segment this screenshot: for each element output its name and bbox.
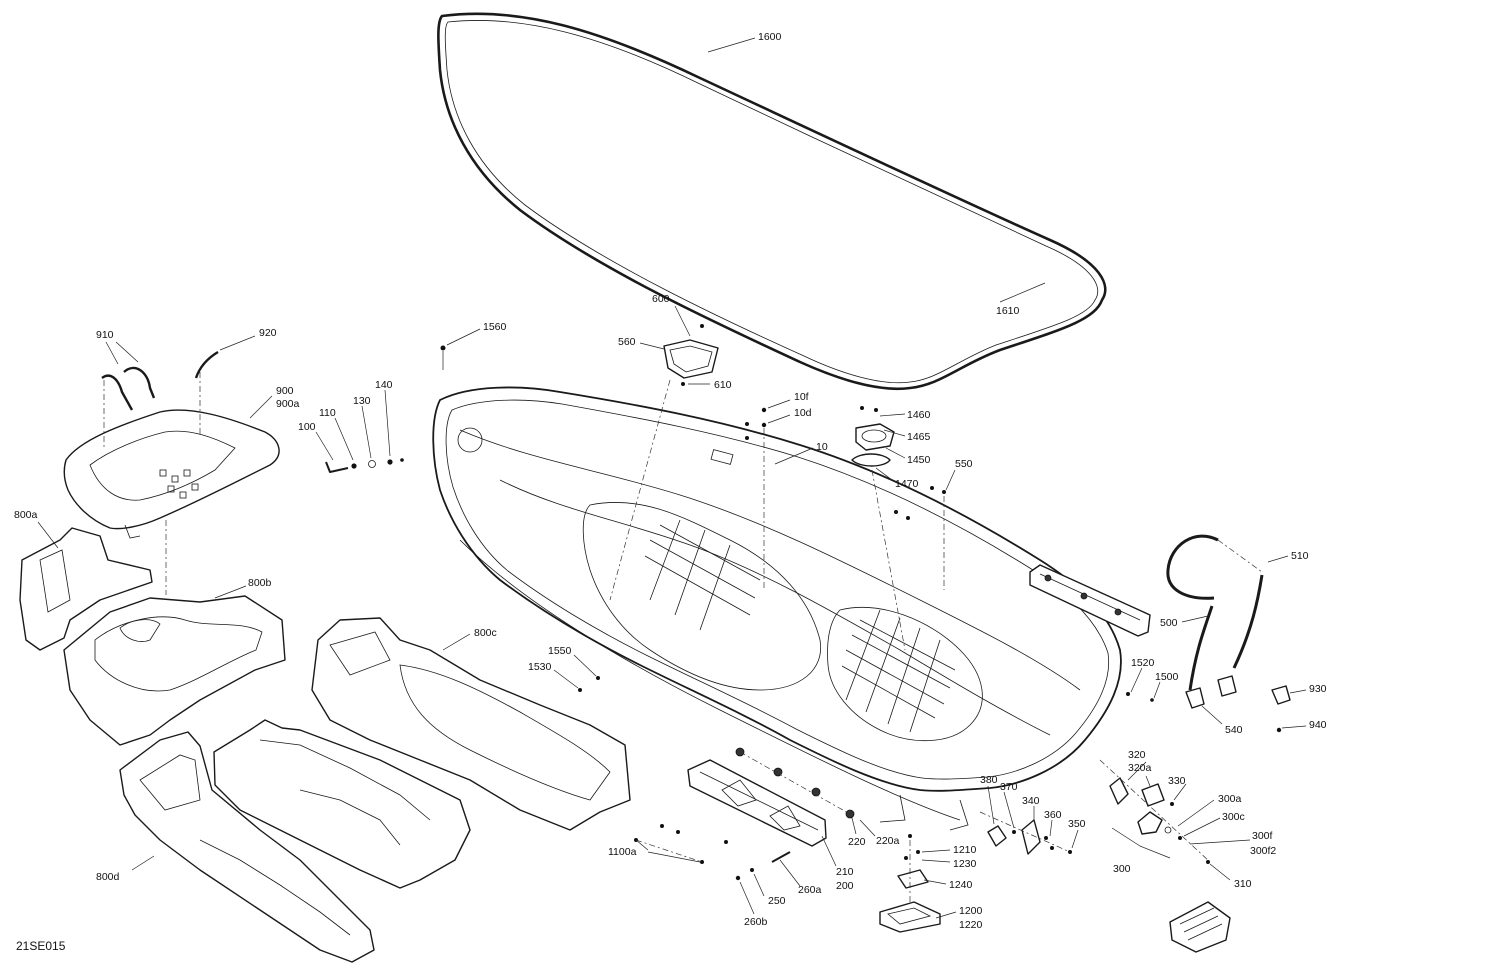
label-1600: 1600 [758,31,782,43]
label-300f: 300f [1252,830,1273,842]
label-940: 940 [1309,719,1327,731]
label-1470: 1470 [895,478,919,490]
hull-bin-part [432,386,1122,831]
label-260b: 260b [744,916,768,928]
label-1450: 1450 [907,454,931,466]
label-610: 610 [714,379,732,391]
label-320a: 320a [1128,762,1152,774]
screws-1100a-part [634,817,876,864]
foam-800b-part [63,585,286,746]
label-10d: 10d [794,407,812,419]
label-800c: 800c [474,627,497,639]
hardware-250-part [735,851,801,915]
hose-500-part [1166,534,1289,725]
label-1100a: 1100a [608,846,637,858]
label-800a: 800a [14,509,38,521]
label-500: 500 [1160,617,1178,629]
label-210: 210 [836,866,854,878]
label-900: 900 [276,385,294,397]
label-1500: 1500 [1155,671,1179,683]
label-130: 130 [353,395,371,407]
label-920: 920 [259,327,277,339]
label-340: 340 [1022,795,1040,807]
label-510: 510 [1291,550,1309,562]
label-380: 380 [980,774,998,786]
grate-part [1169,901,1231,953]
label-1550: 1550 [548,645,572,657]
label-550: 550 [955,458,973,470]
label-540: 540 [1225,724,1243,736]
hardware-100-140-part [315,389,404,473]
label-300a: 300a [1218,793,1242,805]
foam-insert-center-part [213,719,471,889]
handles-910-part [101,335,256,411]
illustration-code: 21SE015 [16,939,66,953]
side-rail-200-part [687,747,855,867]
label-1460: 1460 [907,409,931,421]
label-1210: 1210 [953,844,977,856]
label-900a: 900a [276,398,300,410]
clip-930-part [1271,685,1307,733]
fasteners-10f-10d-part [745,399,791,590]
label-1520: 1520 [1131,657,1155,669]
foam-800a-part [19,521,153,651]
label-300: 300 [1113,863,1131,875]
label-100: 100 [298,421,316,433]
label-320: 320 [1128,749,1146,761]
drain-plug-1200-part [879,834,957,933]
label-220: 220 [848,836,866,848]
label-350: 350 [1068,818,1086,830]
label-1220: 1220 [959,919,983,931]
screw-1560-part [440,328,481,370]
label-1560: 1560 [483,321,507,333]
label-930: 930 [1309,683,1327,695]
label-330: 330 [1168,775,1186,787]
fittings-340-part [979,785,1079,855]
label-260a: 260a [798,884,822,896]
label-1530: 1530 [528,661,552,673]
label-800d: 800d [96,871,120,883]
label-250: 250 [768,895,786,907]
label-300c: 300c [1222,811,1245,823]
label-110: 110 [319,407,336,419]
label-910: 910 [96,329,114,341]
label-10: 10 [816,441,828,453]
label-140: 140 [375,379,393,391]
label-600: 600 [652,293,670,305]
label-800b: 800b [248,577,272,589]
label-1240: 1240 [949,879,973,891]
fasteners-1530-part [553,654,600,692]
label-360: 360 [1044,809,1062,821]
label-370: 370 [1000,781,1018,793]
label-200: 200 [836,880,854,892]
label-300f2: 300f2 [1250,845,1276,857]
label-1465: 1465 [907,431,931,443]
label-1230: 1230 [953,858,977,870]
screws-550-part [894,469,956,590]
side-rail-1500-part [1029,564,1161,702]
hull-seal-part [437,12,1107,391]
valve-300-part [1099,759,1251,881]
label-220a: 220a [876,835,900,847]
label-1200: 1200 [959,905,983,917]
label-560: 560 [618,336,636,348]
label-10f: 10f [794,391,809,403]
label-310: 310 [1234,878,1252,890]
rear-insert-900-part [63,372,280,595]
foam-800d-part [119,731,375,963]
foam-800c-part [311,617,631,831]
box-560-part [609,305,719,601]
fitting-1450-part [851,406,906,651]
label-1610: 1610 [996,305,1020,317]
